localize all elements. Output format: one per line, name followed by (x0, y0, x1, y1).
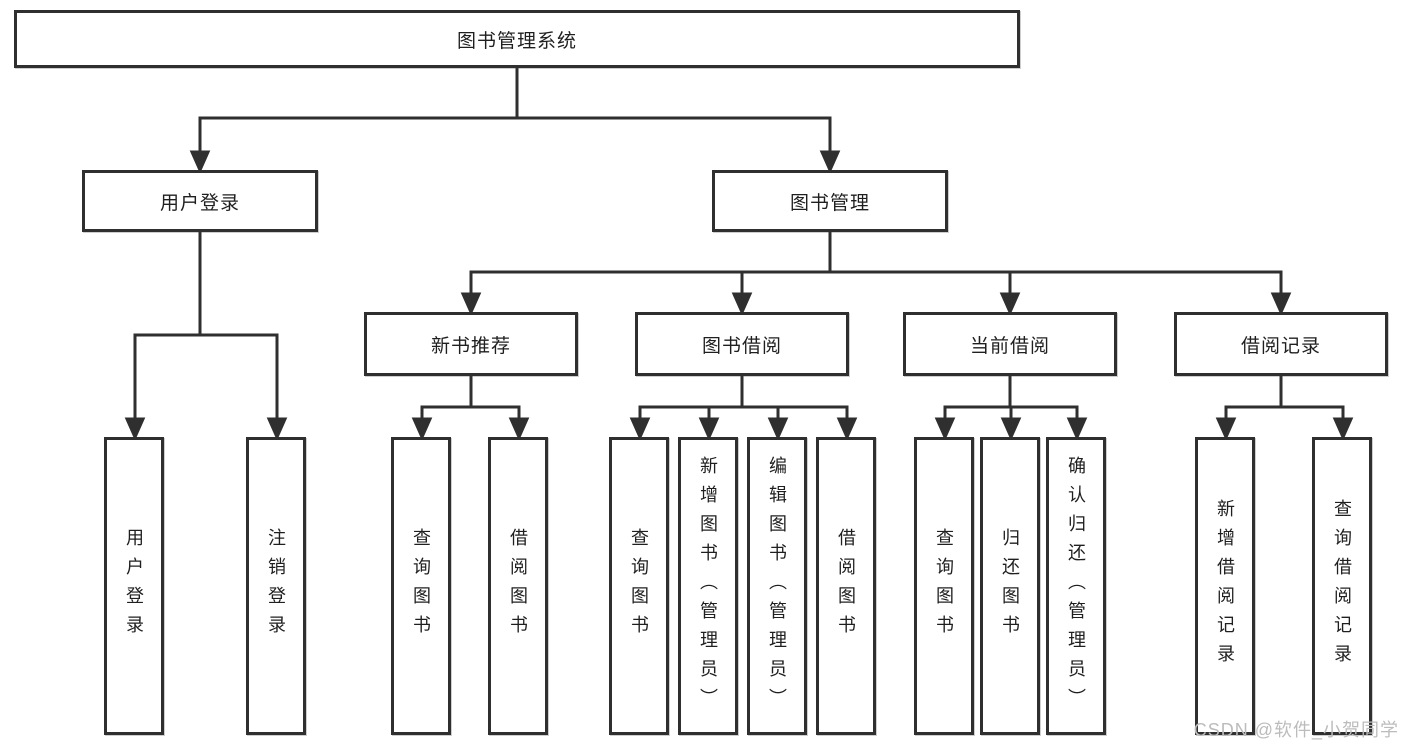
leaf-borrow-query-books: 查询图书 (609, 437, 669, 735)
leaf-newbook-borrow-books: 借阅图书 (488, 437, 548, 735)
node-user-login: 用户登录 (82, 170, 318, 232)
arrowhead-icon (1332, 417, 1354, 441)
node-new-book-recommend: 新书推荐 (364, 312, 578, 376)
leaf-add-books-admin: 新增图书（管理员） (678, 437, 738, 735)
leaf-borrow-books: 借阅图书 (816, 437, 876, 735)
arrowhead-icon (508, 417, 530, 441)
leaf-user-login: 用户登录 (104, 437, 164, 735)
arrowhead-icon (189, 150, 211, 174)
node-label: 查询图书 (411, 528, 431, 644)
arrowhead-icon (934, 417, 956, 441)
node-label: 图书管理 (789, 192, 870, 214)
leaf-newbook-query-books: 查询图书 (391, 437, 451, 735)
node-current-borrow: 当前借阅 (903, 312, 1117, 376)
node-label: 注销登录 (266, 528, 286, 644)
node-label: 图书借阅 (701, 335, 782, 357)
leaf-return-books: 归还图书 (980, 437, 1040, 735)
node-label: 借阅图书 (836, 528, 856, 644)
arrowhead-icon (411, 417, 433, 441)
node-label: 新增借阅记录 (1215, 499, 1235, 673)
node-book-management: 图书管理 (712, 170, 948, 232)
node-label: 新书推荐 (430, 335, 511, 357)
leaf-query-borrow-record: 查询借阅记录 (1312, 437, 1372, 735)
node-label: 查询图书 (934, 528, 954, 644)
arrowhead-icon (1066, 417, 1088, 441)
tree-edges (124, 66, 1354, 441)
node-label: 查询借阅记录 (1332, 499, 1352, 673)
arrowhead-icon (999, 292, 1021, 316)
arrowhead-icon (1000, 417, 1022, 441)
node-label: 确认归还（管理员） (1066, 455, 1086, 717)
csdn-watermark: CSDN @软件_小贺同学 (1193, 720, 1399, 740)
arrowhead-icon (1270, 292, 1292, 316)
node-label: 新增图书（管理员） (698, 455, 718, 717)
node-label: 查询图书 (629, 528, 649, 644)
node-label: 用户登录 (124, 528, 144, 644)
leaf-confirm-return-admin: 确认归还（管理员） (1046, 437, 1106, 735)
arrowhead-icon (629, 417, 651, 441)
node-root: 图书管理系统 (14, 10, 1020, 68)
arrowhead-icon (460, 292, 482, 316)
arrowhead-icon (266, 417, 288, 441)
node-label: 归还图书 (1000, 528, 1020, 644)
arrowhead-icon (698, 417, 720, 441)
arrowhead-icon (731, 292, 753, 316)
arrowhead-icon (124, 417, 146, 441)
arrowhead-icon (767, 417, 789, 441)
leaf-edit-books-admin: 编辑图书（管理员） (747, 437, 807, 735)
node-borrow-records: 借阅记录 (1174, 312, 1388, 376)
node-label: 用户登录 (159, 192, 240, 214)
node-label: 图书管理系统 (456, 30, 577, 52)
node-label: 当前借阅 (969, 335, 1050, 357)
node-label: 借阅记录 (1240, 335, 1321, 357)
arrowhead-icon (1215, 417, 1237, 441)
arrowhead-icon (836, 417, 858, 441)
arrowhead-icon (819, 150, 841, 174)
leaf-add-borrow-record: 新增借阅记录 (1195, 437, 1255, 735)
node-label: 编辑图书（管理员） (767, 455, 787, 717)
node-label: 借阅图书 (508, 528, 528, 644)
leaf-current-query-books: 查询图书 (914, 437, 974, 735)
leaf-logout: 注销登录 (246, 437, 306, 735)
node-book-borrow: 图书借阅 (635, 312, 849, 376)
